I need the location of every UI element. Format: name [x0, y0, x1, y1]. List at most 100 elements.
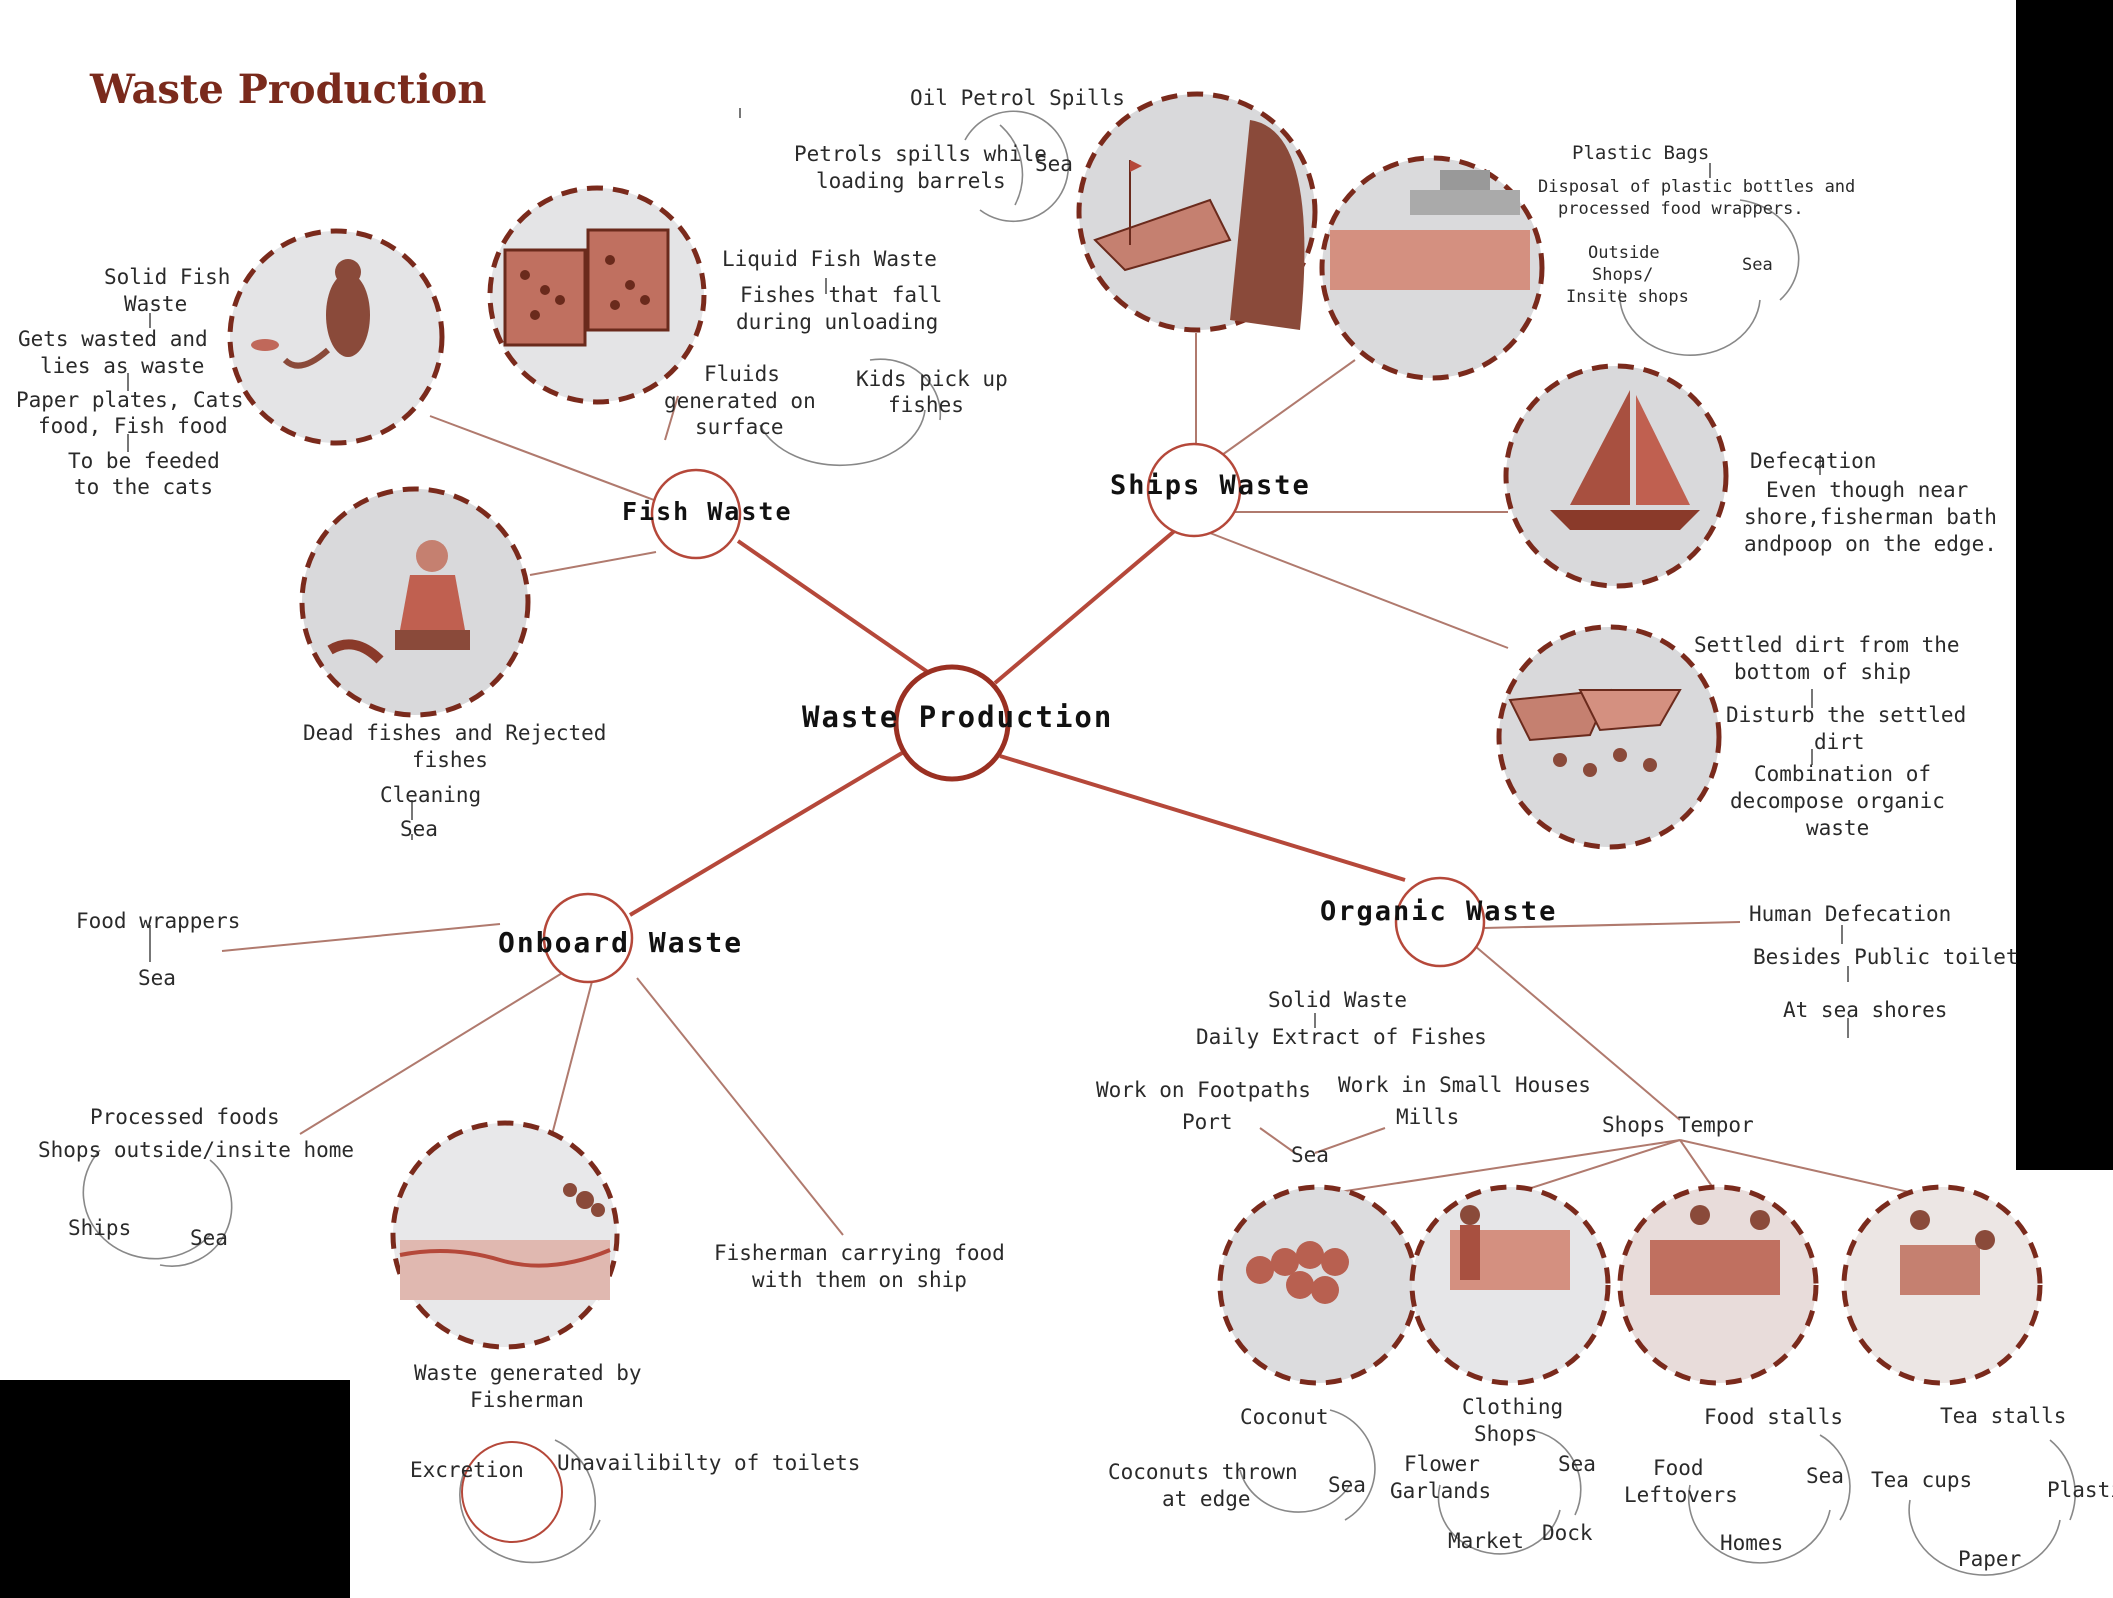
ships-plastic-label-6: Insite shops [1566, 287, 1689, 307]
onboard-processed-label-4: Sea [190, 1226, 228, 1250]
onboard-processed-label-2: Shops outside/insite home [38, 1138, 355, 1162]
food-stalls-label-1: Food stalls [1704, 1405, 1844, 1429]
ships-dirt-label-3: Disturb the settled [1726, 703, 1967, 727]
food-stalls-label-3: Leftovers [1624, 1483, 1738, 1507]
ships-oil-label-1: Oil Petrol Spills [910, 86, 1125, 110]
fish-trays-illustration [503, 228, 670, 347]
ships-oil-label-3: loading barrels [816, 169, 1006, 193]
fish-waste-hub-label: Fish Waste [622, 497, 793, 526]
organic-solid-label-3: Work on Footpaths [1096, 1078, 1311, 1102]
tea-stalls-label-4: Paper [1958, 1547, 2022, 1571]
fish-solid-label-1: Solid Fish [104, 265, 231, 289]
onboard-processed-label-1: Processed foods [90, 1105, 280, 1129]
food-stall-illustration [1650, 1205, 1780, 1295]
hub-circles [461, 442, 1486, 1543]
fish-solid-label-2: Waste [124, 292, 188, 316]
fish-solid-label-3: Gets wasted and [18, 327, 208, 351]
food-stalls-label-5: Homes [1720, 1531, 1784, 1555]
ships-plastic-label-2: Disposal of plastic bottles and [1538, 177, 1856, 197]
cat-illustration [251, 259, 370, 369]
clothing-label-6: Market [1448, 1529, 1524, 1553]
fish-dead-label-2: fishes [412, 748, 488, 772]
onboard-fisherman-label-1: Waste generated by [414, 1361, 642, 1385]
organic-human-label-2: Besides Public toilet [1753, 945, 2019, 969]
clothing-label-7: Dock [1542, 1521, 1593, 1545]
cycle-arcs [82, 110, 2076, 1576]
coconut-illustration [1246, 1241, 1349, 1304]
onboard-food-label-2: Sea [138, 966, 176, 990]
coconut-label-4: Sea [1328, 1473, 1366, 1497]
food-stalls-label-4: Sea [1806, 1464, 1844, 1488]
clothing-shop-illustration [1450, 1205, 1570, 1290]
fish-liquid-label-1: Liquid Fish Waste [722, 247, 937, 271]
tea-stall-illustration [1900, 1210, 1995, 1295]
clothing-label-1: Clothing [1462, 1395, 1564, 1419]
ships-dirt-label-4: dirt [1814, 730, 1865, 754]
fish-liquid-label-7: Kids pick up [856, 367, 1008, 391]
organic-human-label-1: Human Defecation [1749, 902, 1952, 926]
tick-connectors [127, 108, 1849, 1038]
clothing-label-5: Sea [1558, 1452, 1596, 1476]
ships-plastic-label-4: Outside [1588, 243, 1660, 263]
main-connectors [628, 526, 1406, 917]
ships-defecation-label-2: Even though near [1766, 478, 1969, 502]
fish-dead-label-3: Cleaning [380, 783, 482, 807]
ship-plastic-illustration [1330, 170, 1530, 290]
onboard-waste-hub-label: Onboard Waste [498, 926, 744, 959]
ships-oil-label-4: Sea [1035, 152, 1073, 176]
organic-solid-label-2: Daily Extract of Fishes [1196, 1025, 1487, 1049]
fish-liquid-label-3: during unloading [736, 310, 939, 334]
ships-defecation-label-3: shore,fisherman bath [1744, 505, 1997, 529]
organic-waste-hub-label: Organic Waste [1320, 896, 1558, 927]
fish-solid-label-4: lies as waste [40, 354, 205, 378]
clothing-label-4: Garlands [1390, 1479, 1492, 1503]
organic-human-label-3: At sea shores [1783, 998, 1948, 1022]
ships-plastic-label-1: Plastic Bags [1572, 142, 1710, 164]
ships-dirt-label-2: bottom of ship [1734, 660, 1912, 684]
cleaning-man-illustration [327, 540, 470, 664]
onboard-fisherman-label-2: Fisherman [470, 1388, 584, 1412]
ships-plastic-label-7: Sea [1742, 255, 1773, 275]
organic-solid-label-7: Sea [1291, 1143, 1329, 1167]
fish-dead-label-4: Sea [400, 817, 438, 841]
ships-dirt-label-1: Settled dirt from the [1694, 633, 1960, 657]
onboard-fisherman-label-3: Excretion [410, 1458, 524, 1482]
ships-defecation-label-4: andpoop on the edge. [1744, 532, 1997, 556]
shoreline-illustration [399, 1183, 611, 1300]
ships-waste-hub-label: Ships Waste [1110, 470, 1311, 501]
coconut-label-3: at edge [1162, 1487, 1251, 1511]
ships-dirt-label-5: Combination of [1754, 762, 1932, 786]
organic-shops-label: Shops Tempor [1602, 1113, 1754, 1137]
sailboat-illustration [1550, 390, 1700, 530]
onboard-carrying-label-1: Fisherman carrying food [714, 1241, 1005, 1265]
coconut-label-1: Coconut [1240, 1405, 1329, 1429]
onboard-food-label-1: Food wrappers [76, 909, 241, 933]
center-hub-label: Waste Production [802, 700, 1114, 734]
boat-illustration-oil [1093, 120, 1305, 330]
fish-liquid-label-4: Fluids [704, 362, 780, 386]
tea-stalls-label-3: Plasti [2047, 1478, 2113, 1502]
clothing-label-3: Flower [1404, 1452, 1480, 1476]
fish-solid-label-7: To be feeded [68, 449, 220, 473]
fish-liquid-label-8: fishes [888, 393, 964, 417]
organic-solid-label-1: Solid Waste [1268, 988, 1408, 1012]
organic-solid-label-5: Port [1182, 1110, 1233, 1134]
organic-solid-label-6: Mills [1396, 1105, 1460, 1129]
ships-dirt-label-6: decompose organic [1730, 789, 1945, 813]
ships-dirt-label-7: waste [1806, 816, 1870, 840]
fish-liquid-label-5: generated on [664, 389, 816, 413]
page-title: Waste Production [90, 66, 487, 113]
tea-stalls-label-1: Tea stalls [1940, 1404, 2067, 1428]
boats-dirt-illustration [1508, 688, 1682, 777]
clothing-label-2: Shops [1474, 1422, 1538, 1446]
onboard-processed-label-3: Ships [68, 1216, 132, 1240]
fish-solid-label-8: to the cats [74, 475, 214, 499]
fish-solid-label-6: food, Fish food [38, 414, 228, 438]
ships-plastic-label-5: Shops/ [1592, 265, 1654, 285]
onboard-carrying-label-2: with them on ship [752, 1268, 967, 1292]
tea-stalls-label-2: Tea cups [1871, 1468, 1973, 1492]
fish-solid-label-5: Paper plates, Cats [16, 388, 244, 412]
branch-connectors [221, 333, 1936, 1236]
illustration-contents [251, 120, 1995, 1304]
